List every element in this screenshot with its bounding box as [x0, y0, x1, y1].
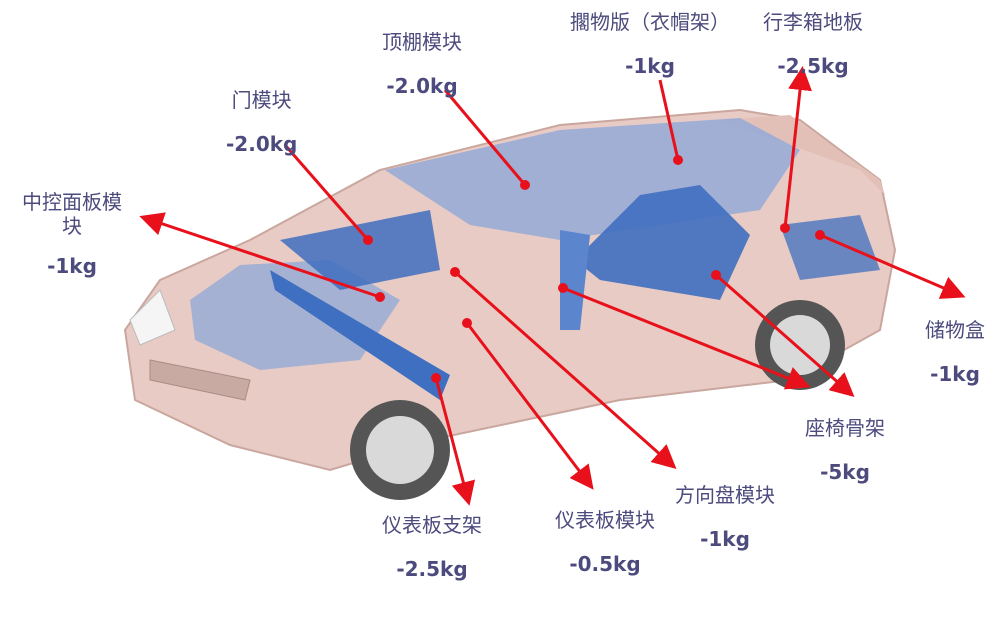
label-console: 中控面板模 块-1kg — [22, 190, 122, 278]
arrow-storage-box — [819, 233, 966, 299]
arrow-console — [139, 212, 381, 299]
arrow-seat-1 — [562, 286, 811, 390]
pillar-part — [560, 230, 590, 330]
label-ip-module: 仪表板模块-0.5kg — [555, 508, 655, 576]
label-parcel-shelf: 擱物版（衣帽架）-1kg — [570, 10, 730, 78]
label-door: 门模块-2.0kg — [226, 88, 298, 156]
arrow-seat-2 — [715, 273, 855, 397]
arrow-trunk-floor — [783, 66, 812, 229]
arrows — [139, 66, 966, 506]
arrow-roof — [443, 89, 527, 186]
grille — [149, 359, 251, 401]
label-trunk-floor: 行李箱地板-2.5kg — [763, 10, 863, 78]
label-ip-bracket: 仪表板支架-2.5kg — [382, 513, 482, 581]
label-roof: 顶棚模块-2.0kg — [382, 30, 462, 98]
arrow-door — [283, 144, 370, 241]
headlight — [129, 289, 176, 346]
arrow-parcel-shelf — [658, 79, 680, 161]
label-steering: 方向盘模块-1kg — [675, 483, 775, 551]
seat-part — [575, 185, 750, 300]
door-module — [280, 210, 440, 290]
arrow-steering — [454, 270, 677, 469]
arrow-ip-module — [465, 322, 594, 490]
rear-storage — [780, 215, 880, 280]
label-storage-box: 储物盒-1kg — [925, 318, 985, 386]
ip-bracket-part — [270, 270, 450, 400]
arrow-ip-bracket — [434, 377, 476, 506]
label-seat-frame: 座椅骨架-5kg — [805, 416, 885, 484]
